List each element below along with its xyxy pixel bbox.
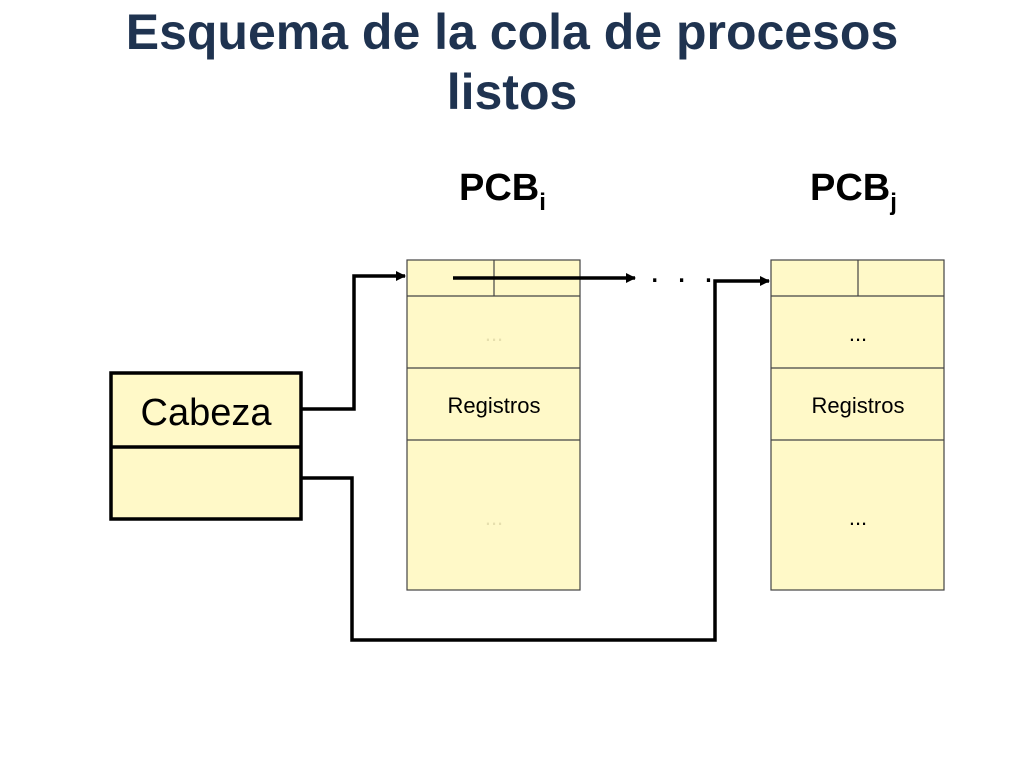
pcb-j-subscript: j — [890, 189, 897, 216]
pcb-i-subscript: i — [539, 189, 546, 216]
page-title: Esquema de la cola de procesos listos — [0, 2, 1024, 122]
title-line-2: listos — [446, 64, 578, 120]
title-line-1: Esquema de la cola de procesos — [125, 4, 899, 60]
pcb-j-bottom-field: ... — [849, 505, 867, 530]
pcb-j-label: PCBj — [810, 168, 897, 223]
pcb-j-block: ... Registros ... — [770, 259, 945, 591]
pcb-i-label-text: PCB — [459, 167, 540, 209]
chain-ellipsis: . . . — [650, 252, 717, 290]
pcb-i-label: PCBi — [459, 168, 546, 223]
pcb-j-label-text: PCB — [810, 167, 891, 209]
pcb-i-registers-field: Registros — [448, 393, 541, 418]
tail-to-pcb-j-arrow — [301, 276, 770, 642]
pcb-i-middle-field: ... — [485, 321, 503, 346]
pcb-j-middle-field: ... — [849, 321, 867, 346]
pcb-j-box — [770, 259, 945, 591]
pcb-i-bottom-field: ... — [485, 505, 503, 530]
queue-head: Cabeza — [109, 371, 303, 521]
head-to-pcb-i-arrow — [301, 271, 406, 411]
pcb-i-box — [406, 259, 581, 591]
pcb-i-block: ... Registros ... — [406, 259, 581, 591]
queue-head-label: Cabeza — [141, 392, 273, 434]
pcb-j-registers-field: Registros — [812, 393, 905, 418]
